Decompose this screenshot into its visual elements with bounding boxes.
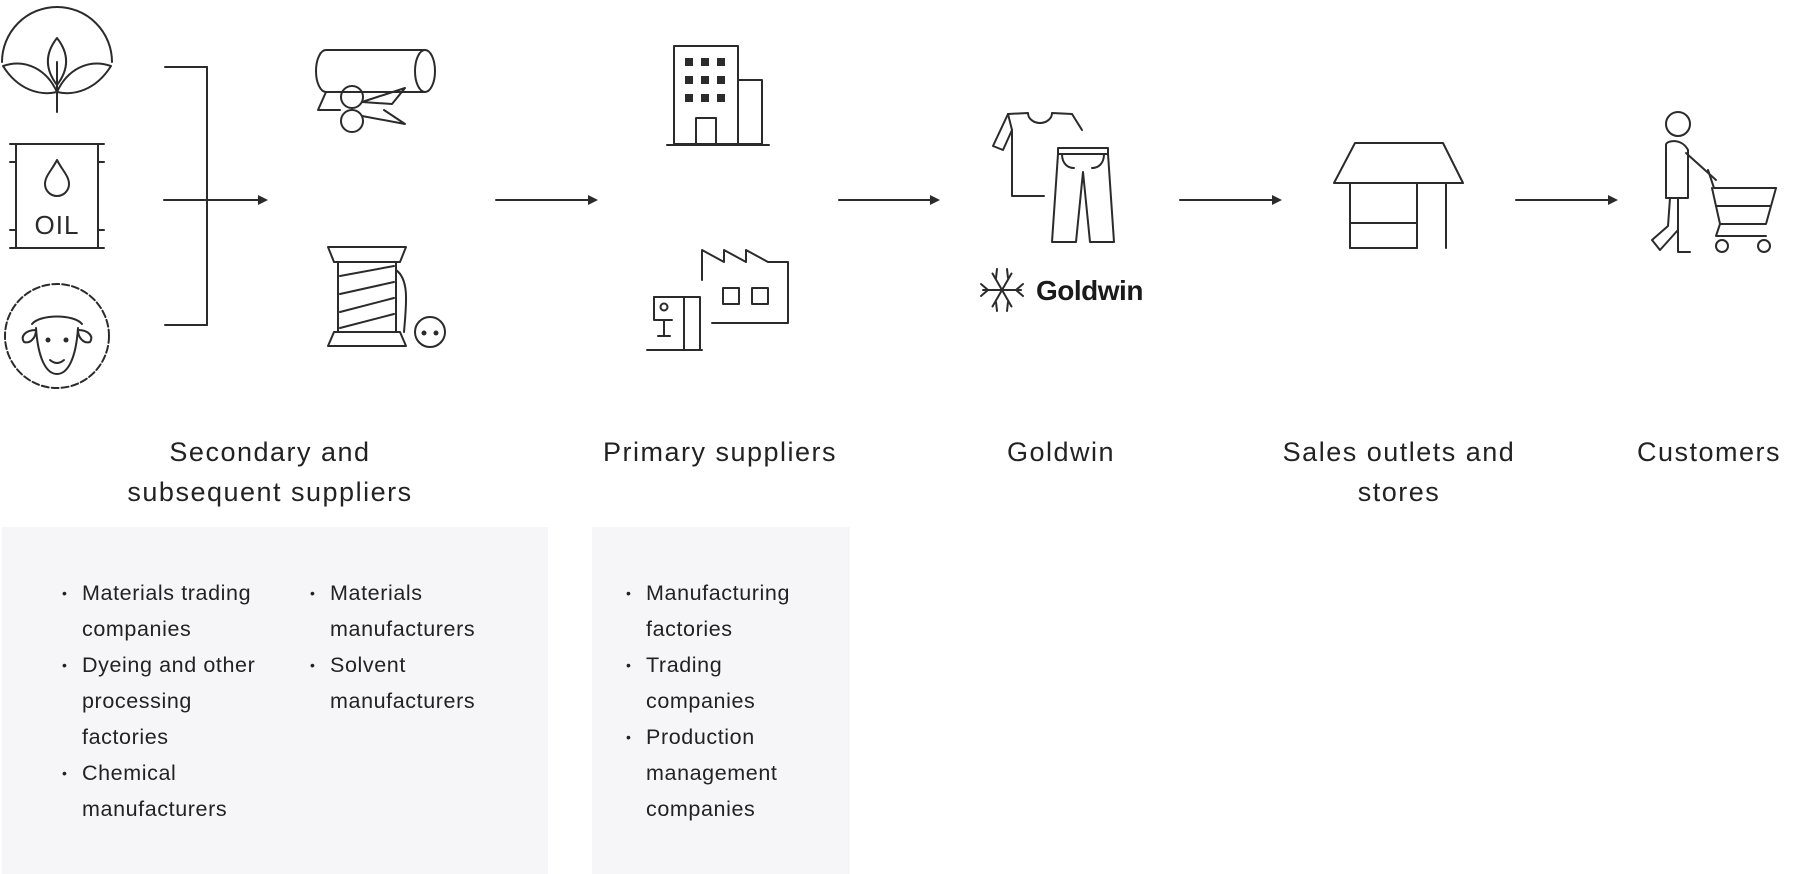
list-item: Chemical manufacturers: [62, 755, 284, 827]
list-item: Trading companies: [626, 647, 826, 719]
stage-label-customers: Customers: [1636, 437, 1782, 467]
thread-spool-button-icon: [327, 246, 446, 348]
goldwin-logo-text: Goldwin: [1036, 275, 1143, 306]
stage-label-sales-outlets: Sales outlets and stores: [1282, 437, 1516, 507]
oil-barrel-text: OIL: [35, 210, 80, 240]
stage-label-primary-suppliers: Primary suppliers: [602, 437, 838, 467]
sheep-icon: [4, 283, 110, 389]
customer-cart-icon: [1651, 111, 1777, 253]
flow-arrow-3: [838, 195, 940, 205]
flow-arrow-5: [1515, 195, 1618, 205]
list-item: Dyeing and other processing factories: [62, 647, 284, 755]
flow-arrow-2: [495, 195, 598, 205]
primary-suppliers-list: Manufacturing factories Trading companie…: [626, 575, 826, 827]
list-item: Solvent manufacturers: [310, 647, 510, 719]
secondary-suppliers-list-col1: Materials trading companies Dyeing and o…: [62, 575, 284, 827]
clothing-icon: [992, 112, 1115, 243]
flow-arrow-4: [1179, 195, 1282, 205]
primary-suppliers-panel: Manufacturing factories Trading companie…: [592, 527, 850, 874]
cotton-icon: [1, 6, 113, 113]
list-item: Manufacturing factories: [626, 575, 826, 647]
stage-label-secondary-suppliers: Secondary and subsequent suppliers: [127, 437, 413, 507]
office-building-icon: [666, 45, 770, 146]
flow-arrow-1: [163, 195, 268, 205]
factory-sewing-machine-icon: [646, 249, 789, 351]
oil-barrel-icon: OIL: [9, 143, 105, 249]
store-icon: [1333, 142, 1464, 249]
material-bracket: [164, 66, 208, 326]
list-item: Materials trading companies: [62, 575, 284, 647]
secondary-suppliers-list-col2: Materials manufacturers Solvent manufact…: [310, 575, 510, 719]
list-item: Materials manufacturers: [310, 575, 510, 647]
stage-label-goldwin: Goldwin: [1006, 437, 1116, 467]
goldwin-logo: Goldwin: [980, 268, 1143, 312]
list-item: Production management companies: [626, 719, 826, 827]
secondary-suppliers-panel: Materials trading companies Dyeing and o…: [2, 527, 548, 874]
fabric-roll-scissors-icon: [315, 49, 436, 133]
